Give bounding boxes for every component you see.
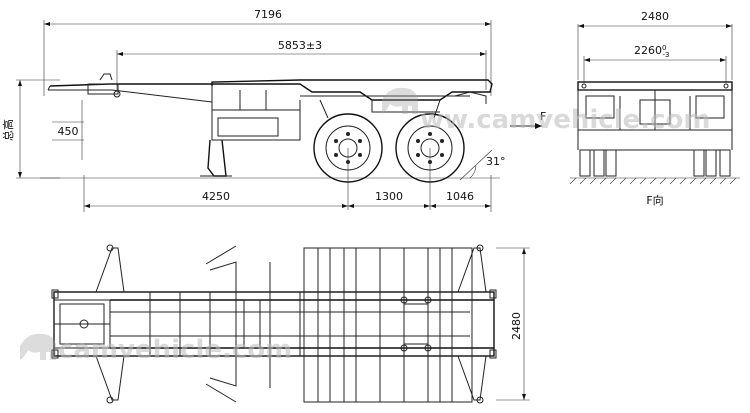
axle-spacing-dim: 1300 [375, 190, 403, 203]
f-view-title: F向 [646, 193, 663, 207]
top-overall-width-dim: 2480 [510, 312, 523, 340]
watermark-text-top: ww.camvehicle.com [420, 105, 711, 135]
kingpin-height-dim: 450 [58, 125, 79, 138]
watermark-text-bottom: camvehicle.com [58, 335, 292, 365]
top-view: 2480 [51, 244, 530, 404]
watermark-elephant-icon [20, 87, 418, 360]
total-height-label: 总高 [1, 119, 15, 141]
front-overall-width-dim: 2480 [641, 10, 669, 23]
view-arrow-f: F [540, 110, 546, 123]
side-view: 7196 5853±3 总高 450 [1, 8, 546, 212]
kingpin-to-rear-dim: 5853±3 [278, 39, 322, 52]
front-view: 2480 22600-3 F向 [569, 10, 740, 207]
inner-width-dim: 22600-3 [634, 44, 669, 59]
front-to-axle-dim: 4250 [202, 190, 230, 203]
rear-overhang-dim: 1046 [446, 190, 474, 203]
departure-angle: 31° [486, 155, 506, 168]
overall-length-dim: 7196 [254, 8, 282, 21]
